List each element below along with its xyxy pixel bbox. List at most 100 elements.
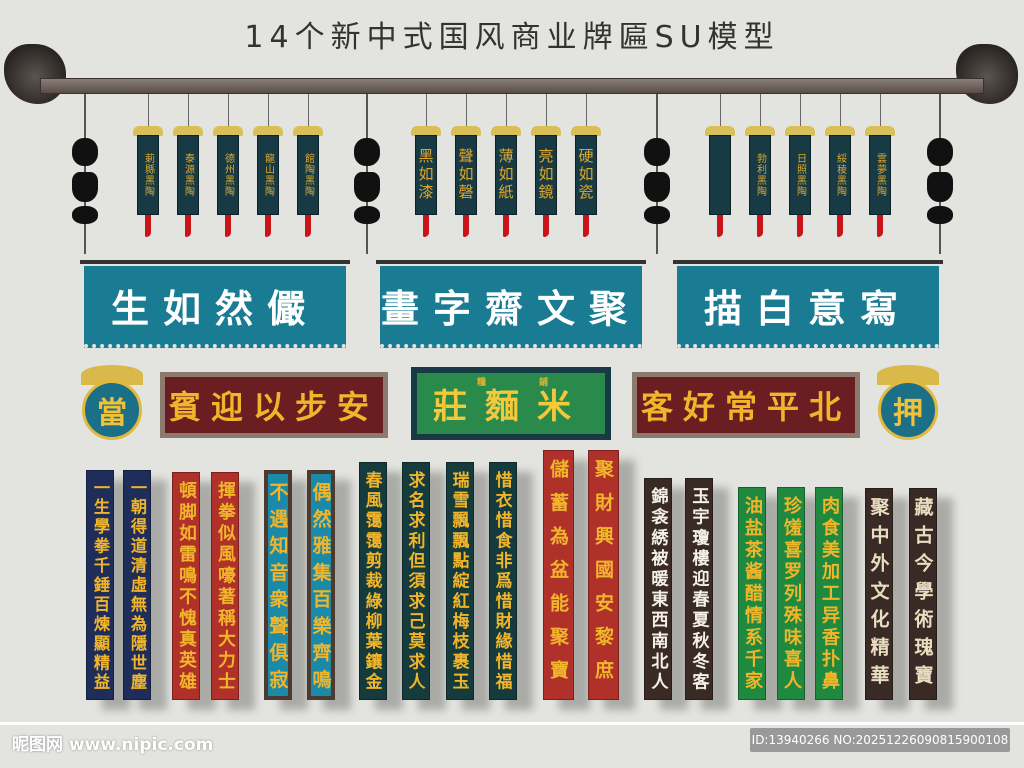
page-title: 14个新中式国风商业牌匾SU模型 [244, 20, 780, 55]
hanging-plaque: 薄如紙 [495, 135, 517, 215]
cloud-cap [571, 126, 601, 136]
lantern [354, 94, 380, 254]
hanging-wire [426, 94, 427, 126]
vertical-couplet: 藏古今學術瑰寶 [909, 488, 937, 700]
hanging-banner: 描白意寫 [677, 266, 939, 348]
red-tassel [503, 215, 509, 237]
hanging-wire [466, 94, 467, 126]
lantern [644, 94, 670, 254]
cloud-cap [745, 126, 775, 136]
lantern [927, 94, 953, 254]
lantern-part [354, 138, 380, 166]
red-tassel [185, 215, 191, 237]
left-plaque: 賓迎以步安 [160, 372, 388, 438]
vertical-couplet: 一生學拳千錘百煉顯精益 [86, 470, 114, 700]
hanging-plaque: 勃利黑陶 [749, 135, 771, 215]
red-tassel [265, 215, 271, 237]
vertical-couplet: 偶然雅集百樂齊鳴 [307, 470, 335, 700]
badge-cloud-top [81, 365, 143, 385]
lantern-part [644, 206, 670, 224]
cloud-cap [253, 126, 283, 136]
lantern-part [644, 138, 670, 166]
cloud-cap [531, 126, 561, 136]
hanging-plaque [709, 135, 731, 215]
cloud-cap [213, 126, 243, 136]
vertical-couplet: 油盐茶酱醋情系千家 [738, 487, 766, 700]
hanging-wire [188, 94, 189, 126]
red-tassel [797, 215, 803, 237]
right-plaque: 客好常平北 [632, 372, 860, 438]
hanging-plaque: 館陶黑陶 [297, 135, 319, 215]
red-tassel [877, 215, 883, 237]
cloud-cap [451, 126, 481, 136]
center-plaque: 糧 鋪 莊麵米 [411, 367, 611, 440]
hanging-wire [800, 94, 801, 126]
vertical-couplet: 春風霭霭剪裁綠柳葉鑲金 [359, 462, 387, 700]
hanging-plaque: 龍山黑陶 [257, 135, 279, 215]
center-plaque-face: 糧 鋪 莊麵米 [417, 373, 605, 434]
lantern-part [927, 206, 953, 224]
hanging-plaque: 綏稜黑陶 [829, 135, 851, 215]
image-id: ID:13940266 NO:20251226090815900108 [750, 728, 1010, 752]
red-tassel [305, 215, 311, 237]
red-tassel [717, 215, 723, 237]
hanging-wire [228, 94, 229, 126]
center-plaque-small-text: 糧 [477, 378, 487, 388]
vertical-couplet: 瑞雪飄飄點綻紅梅枝裹玉 [446, 462, 474, 700]
hanging-wire [546, 94, 547, 126]
banner-rod [376, 260, 646, 264]
lantern-part [927, 138, 953, 166]
banner-rod [673, 260, 943, 264]
vertical-couplet: 不遇知音衆聲俱寂 [264, 470, 292, 700]
cloud-cap [785, 126, 815, 136]
red-tassel [583, 215, 589, 237]
vertical-couplet: 玉宇瓊樓迎春夏秋冬客 [685, 478, 713, 700]
vertical-couplet: 揮拳似風嚎著稱大力士 [211, 472, 239, 700]
red-tassel [757, 215, 763, 237]
cloud-cap [491, 126, 521, 136]
hanging-wire [148, 94, 149, 126]
vertical-couplet: 肉食美加工异香扑鼻 [815, 487, 843, 700]
red-tassel [837, 215, 843, 237]
cloud-cap [411, 126, 441, 136]
lantern-part [72, 172, 98, 202]
vertical-couplet: 頓脚如雷鳴不愧真英雄 [172, 472, 200, 700]
cloud-cap [705, 126, 735, 136]
hanging-plaque: 日照黑陶 [789, 135, 811, 215]
hanging-plaque: 聲如磬 [455, 135, 477, 215]
cloud-cap [293, 126, 323, 136]
hanging-plaque: 泰源黑陶 [177, 135, 199, 215]
vertical-couplet: 儲蓄為盆能聚寶 [543, 450, 574, 700]
vertical-couplet: 一朝得道清虛無為隱世塵 [123, 470, 151, 700]
hanging-wire [720, 94, 721, 126]
lantern-part [644, 172, 670, 202]
hanging-wire [268, 94, 269, 126]
cloud-cap [173, 126, 203, 136]
hanging-wire [760, 94, 761, 126]
lantern-part [927, 172, 953, 202]
hanging-wire [880, 94, 881, 126]
badge-cloud-top [877, 365, 939, 385]
hanging-beam [40, 78, 984, 94]
red-tassel [145, 215, 151, 237]
hanging-plaque: 硬如瓷 [575, 135, 597, 215]
vertical-couplet: 錦衾綉被暖東西南北人 [644, 478, 672, 700]
center-plaque-text: 莊麵米 [433, 387, 589, 427]
hanging-banner: 畫字齋文聚 [380, 266, 642, 348]
vertical-couplet: 聚中外文化精華 [865, 488, 893, 700]
cloud-cap [133, 126, 163, 136]
hanging-wire [586, 94, 587, 126]
cloud-cap [825, 126, 855, 136]
lantern-part [72, 206, 98, 224]
cloud-cap [865, 126, 895, 136]
lantern-part [354, 206, 380, 224]
red-tassel [543, 215, 549, 237]
hanging-wire [308, 94, 309, 126]
lantern-part [354, 172, 380, 202]
hanging-plaque: 亮如鏡 [535, 135, 557, 215]
badge-left: 當 [82, 380, 142, 440]
lantern-part [72, 138, 98, 166]
hanging-plaque: 黑如漆 [415, 135, 437, 215]
watermark-logo: 昵图网 www.nipic.com [12, 735, 214, 755]
red-tassel [423, 215, 429, 237]
